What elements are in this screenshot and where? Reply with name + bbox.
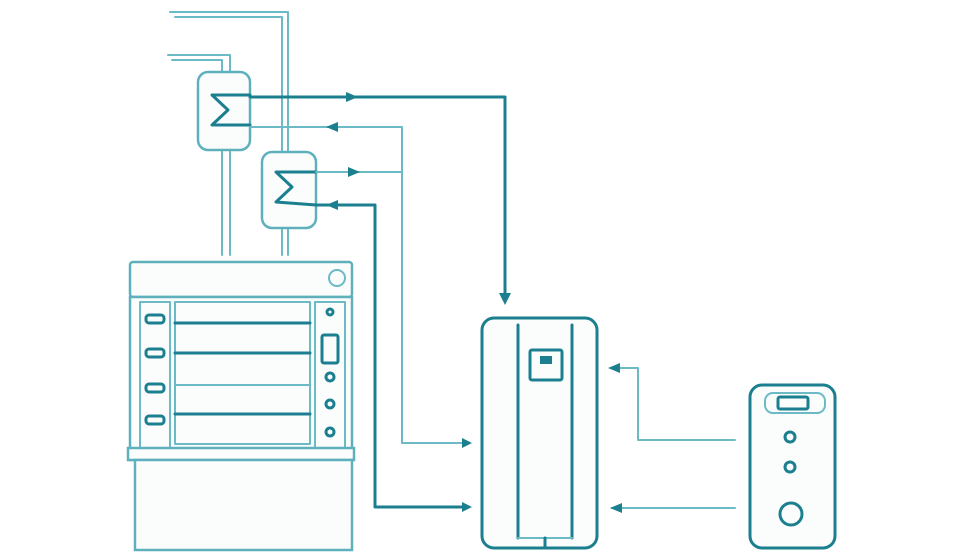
storage-tank [480, 316, 599, 550]
oven-deck-frame [174, 301, 311, 445]
oven-ledge [126, 446, 356, 462]
deck-handle-icon [144, 414, 166, 426]
flow-arrow-icon [348, 167, 360, 177]
return-line-2 [314, 203, 470, 509]
hot-line-to-tank [248, 95, 507, 302]
flow-arrow-icon [608, 363, 620, 373]
deck-handle-icon [144, 313, 166, 325]
oven-indicator-icon [325, 307, 335, 317]
oven-gauge-icon [328, 269, 346, 287]
tank-display-icon [528, 348, 564, 382]
flow-arrow-icon [462, 438, 472, 448]
water-circuits [248, 92, 736, 513]
boiler-knob-icon [783, 430, 797, 444]
oven [126, 260, 356, 552]
storage-tank-body [480, 316, 599, 550]
flue-pipe-2-outer [167, 54, 231, 256]
oven-display-icon [320, 333, 340, 365]
boiler-body [748, 383, 837, 550]
deck-handle-icon [144, 382, 166, 394]
oven-knob-icon [324, 398, 336, 410]
boiler-knob-icon [783, 460, 797, 474]
oven-decks [173, 301, 312, 445]
flow-arrow-icon [346, 92, 358, 102]
oven-knob-icon [324, 371, 336, 383]
boiler-top-panel [764, 392, 826, 414]
flow-arrow-icon [326, 122, 338, 132]
tank-display-screen [540, 356, 552, 364]
oven-knob-icon [324, 426, 336, 438]
boiler [748, 383, 837, 550]
oven-deck-handles [144, 313, 166, 426]
flue-pipe-2-inner [171, 59, 223, 256]
boiler-burner-window-icon [778, 501, 804, 527]
heat-exchanger-2 [260, 150, 318, 230]
oven-base [133, 458, 354, 552]
deck-handle-icon [144, 347, 166, 359]
tank-boiler-line-1 [611, 367, 736, 441]
flow-arrow-icon [499, 293, 511, 305]
heat-exchanger-1-coil [210, 93, 252, 127]
flow-arrow-icon [462, 502, 472, 512]
flow-arrow-icon [326, 200, 338, 210]
flow-arrow-icon [610, 503, 622, 513]
boiler-display-icon [776, 395, 810, 411]
heat-exchanger-1-body [196, 70, 252, 152]
oven-top-panel [128, 260, 354, 299]
heat-exchanger-1 [196, 70, 252, 152]
heat-exchanger-2-coil [274, 170, 318, 207]
